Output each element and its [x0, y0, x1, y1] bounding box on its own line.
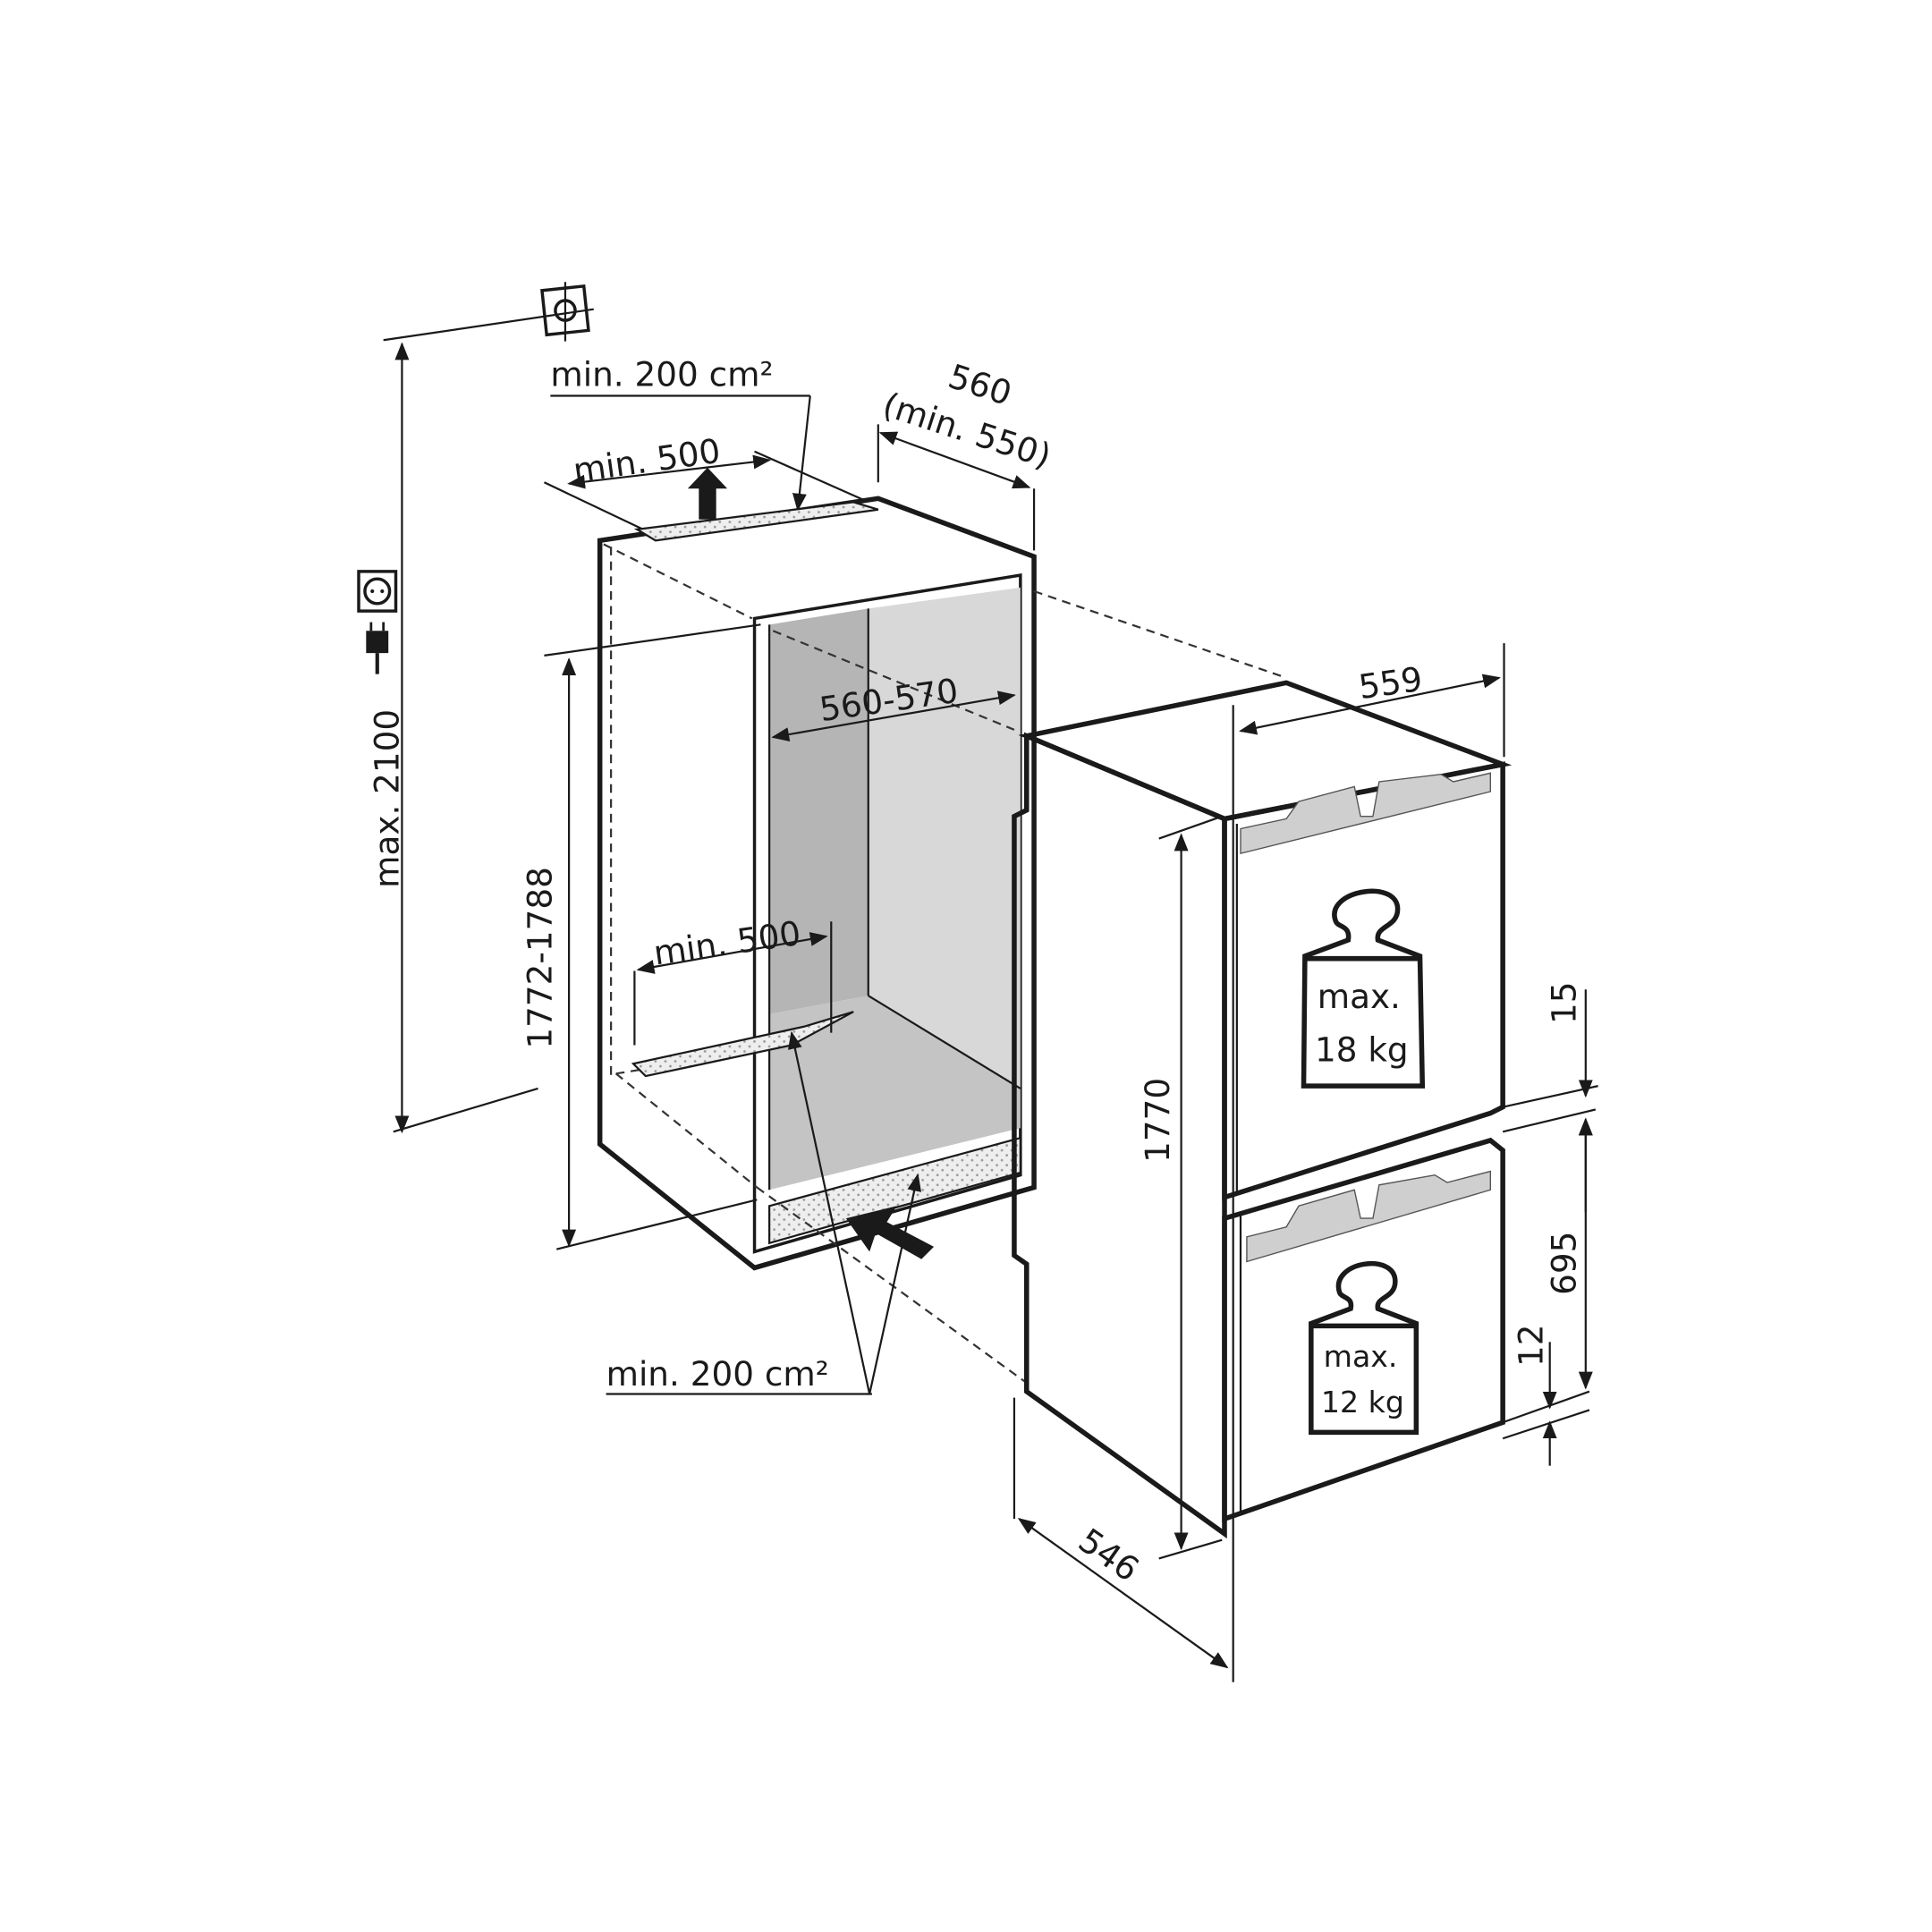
lower-door-load-line2: 12 kg	[1321, 1385, 1404, 1419]
wall-fixing-icon	[383, 282, 594, 342]
appliance-body	[1012, 680, 1513, 1539]
gap-top-label: 15	[1545, 981, 1584, 1024]
lower-door-height-label: 695	[1545, 1232, 1584, 1295]
gap-bottom-dimension	[1502, 1342, 1590, 1466]
upper-door-load-line1: max.	[1318, 977, 1401, 1016]
appliance-height-dimension	[1158, 815, 1223, 1560]
max-height-label: max. 2100	[367, 709, 406, 888]
airflow-in-arrow-icon	[845, 1206, 935, 1259]
power-plug-icon	[366, 622, 389, 674]
niche-height-dimension	[544, 623, 761, 1250]
appliance-depth-dimension	[1013, 1397, 1229, 1669]
niche-height-label: 1772-1788	[521, 867, 560, 1048]
lower-door-handle	[1246, 1170, 1492, 1263]
upper-door-handle	[1240, 772, 1492, 855]
top-vent-width-dimension	[543, 450, 867, 530]
top-vent-area-label: min. 200 cm²	[550, 354, 773, 394]
power-socket-icon	[357, 570, 398, 613]
appliance-depth-label: 546	[1072, 1521, 1147, 1589]
gap-bottom-label: 12	[1511, 1325, 1550, 1368]
bottom-vent-width-dimension	[633, 921, 833, 1046]
bottom-vent-area-label: min. 200 cm²	[606, 1354, 829, 1394]
niche-width-arrow	[771, 691, 1016, 741]
max-height-dimension	[393, 342, 538, 1134]
upper-door-load-line2: 18 kg	[1315, 1030, 1409, 1069]
lower-door-load-line1: max.	[1324, 1339, 1398, 1374]
appliance-width-label: 559	[1356, 659, 1425, 707]
lower-door-weight-icon	[1309, 1260, 1419, 1436]
upper-door-weight-icon	[1301, 888, 1426, 1089]
appliance-height-label: 1770	[1138, 1078, 1177, 1163]
airflow-up-arrow-icon	[687, 467, 728, 520]
niche-depth-dimension	[877, 424, 1036, 551]
appliance-width-dimension	[1232, 643, 1505, 1682]
